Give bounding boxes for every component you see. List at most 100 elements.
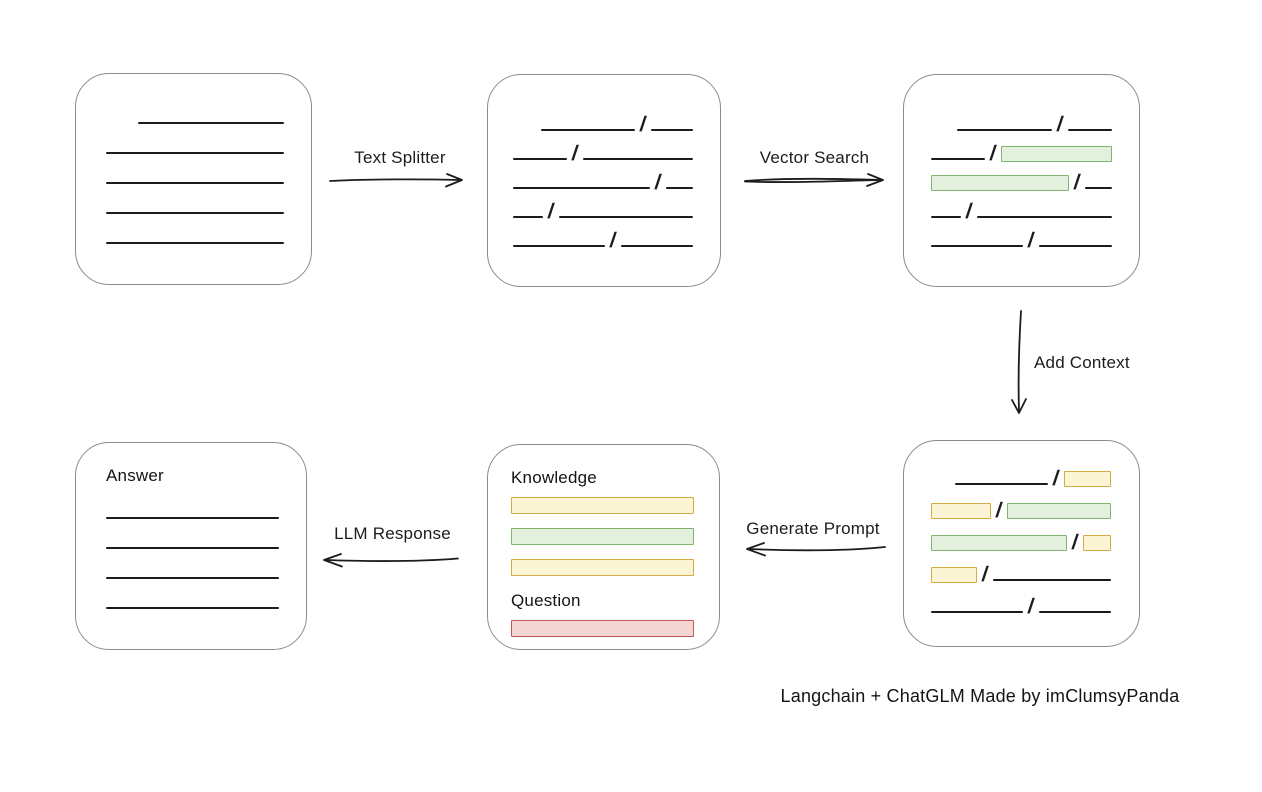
- indent-spacer: [931, 488, 955, 489]
- llm-response-label: LLM Response: [334, 524, 451, 543]
- text-splitter-label: Text Splitter: [354, 148, 446, 167]
- slash-separator: /: [980, 563, 990, 586]
- indent-spacer: [106, 127, 138, 128]
- content-row: [106, 218, 284, 248]
- split-text-box: /////: [487, 74, 721, 287]
- slash-separator: /: [994, 499, 1004, 522]
- text-line: [650, 129, 693, 131]
- slash-separator: /: [608, 229, 618, 252]
- content-row: /: [931, 585, 1112, 618]
- text-line: [541, 129, 635, 131]
- slash-separator: /: [964, 200, 974, 223]
- text-line: [513, 158, 567, 160]
- indent-spacer: [513, 134, 541, 135]
- content-row: [106, 583, 279, 613]
- slash-separator: /: [1026, 595, 1036, 618]
- slash-separator: /: [638, 113, 648, 136]
- chunk-yellow: [931, 567, 977, 583]
- slash-separator: /: [1051, 467, 1061, 490]
- answer-box: Answer: [75, 442, 307, 650]
- text-line: [992, 579, 1111, 581]
- content-row: [511, 520, 697, 551]
- content-row: /: [513, 193, 696, 223]
- text-line: [106, 607, 279, 609]
- question-bars: [511, 612, 697, 643]
- slash-separator: /: [546, 200, 556, 223]
- slash-separator: /: [570, 142, 580, 165]
- attribution-caption: Langchain + ChatGLM Made by imClumsyPand…: [780, 686, 1180, 706]
- content-row: [106, 128, 284, 158]
- chunk-green: [931, 175, 1069, 191]
- content-row: [106, 98, 284, 128]
- chunk-green: [1006, 503, 1111, 519]
- content-row: [511, 612, 697, 643]
- content-row: /: [931, 489, 1112, 522]
- text-line: [106, 242, 284, 244]
- vector-search-result-box: / / / / /: [903, 74, 1140, 287]
- content-row: /: [931, 164, 1112, 194]
- content-row: [511, 551, 697, 582]
- text-line: [137, 122, 284, 124]
- content-row: /: [931, 457, 1112, 490]
- context-box: / / / / /: [903, 440, 1140, 647]
- add-context-arrow: [1011, 310, 1027, 414]
- answer-label: Answer: [106, 466, 164, 485]
- text-line: [513, 245, 605, 247]
- content-row: /: [931, 553, 1112, 586]
- chunk-green: [511, 528, 694, 545]
- chunk-yellow: [1082, 535, 1111, 551]
- generate-prompt-label: Generate Prompt: [746, 519, 880, 538]
- text-line: [665, 187, 693, 189]
- text-line: [106, 547, 279, 549]
- indent-spacer: [931, 134, 957, 135]
- text-line: [976, 216, 1112, 218]
- text-line: [1084, 187, 1112, 189]
- text-line: [957, 129, 1052, 131]
- text-line: [106, 152, 284, 154]
- text-line: [513, 187, 650, 189]
- content-row: [106, 188, 284, 218]
- text-line: [106, 182, 284, 184]
- slash-separator: /: [1072, 171, 1082, 194]
- text-line: [558, 216, 693, 218]
- content-row: [106, 158, 284, 188]
- text-line: [513, 216, 543, 218]
- text-line: [931, 158, 985, 160]
- slash-separator: /: [1070, 531, 1080, 554]
- text-line: [931, 216, 961, 218]
- content-row: /: [513, 135, 696, 165]
- text-line: [931, 245, 1023, 247]
- generate-prompt-arrow: [746, 542, 886, 557]
- knowledge-bars: [511, 489, 697, 582]
- text-splitter-arrow: [329, 173, 463, 188]
- text-line: [582, 158, 693, 160]
- vector-search-arrow: [744, 173, 884, 187]
- content-row: /: [513, 164, 696, 194]
- chunk-yellow: [511, 497, 694, 514]
- slash-separator: /: [1026, 229, 1036, 252]
- vector-search-label: Vector Search: [759, 148, 870, 167]
- slash-separator: /: [1055, 113, 1065, 136]
- slash-separator: /: [988, 142, 998, 165]
- add-context-label: Add Context: [1034, 353, 1130, 372]
- content-row: /: [931, 222, 1112, 252]
- chunk-green: [1000, 146, 1112, 162]
- content-row: [106, 553, 279, 583]
- chunk-green: [931, 535, 1067, 551]
- llm-response-arrow: [323, 553, 459, 568]
- content-row: [511, 489, 697, 520]
- content-row: /: [931, 106, 1112, 136]
- text-line: [955, 483, 1048, 485]
- content-row: [106, 493, 279, 523]
- content-row: /: [931, 521, 1112, 554]
- text-line: [620, 245, 693, 247]
- source-document-box: [75, 73, 312, 285]
- text-line: [1038, 611, 1111, 613]
- chunk-yellow: [931, 503, 991, 519]
- content-row: [106, 523, 279, 553]
- answer-lines: [106, 493, 279, 613]
- content-row: /: [931, 193, 1112, 223]
- chunk-yellow: [511, 559, 694, 576]
- text-line: [931, 611, 1023, 613]
